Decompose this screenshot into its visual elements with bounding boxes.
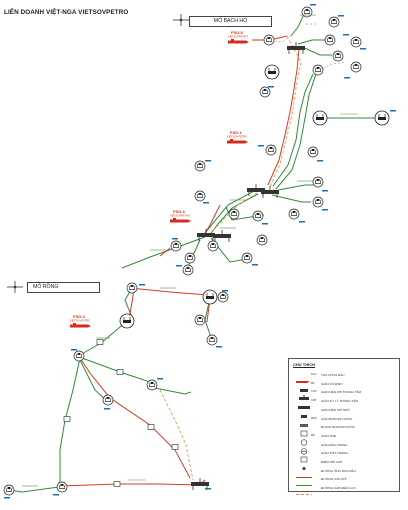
legend-symbol-icon [295, 424, 313, 437]
fso3-label: FSO-3 [73, 314, 86, 319]
legend-item-label: GIÀN NÉN KHÍ TRUNG TÂM [321, 390, 362, 395]
legend-item: ĐƯỜNG CÁP KHÍ [291, 475, 399, 487]
fso1-label: FSO-1 [230, 130, 243, 135]
legend-title: CHÚ THÍCH [293, 362, 315, 367]
legend-item-label: GIÀN NHẸ [321, 433, 336, 438]
fso5-sublabel: VIETSOVPETRO [228, 35, 248, 39]
legend-symbol-icon [295, 381, 313, 392]
legend-item-label: GIÀN NÉN KHÍ NHỎ [321, 407, 350, 412]
pipeline-annotations [22, 14, 358, 487]
legend-symbol-icon [295, 468, 313, 478]
legend-item-code: MSP [311, 416, 317, 420]
legend-item-code: BK [311, 381, 315, 385]
legend-item-label: GIÀN ĐẦU TRANG [321, 442, 348, 447]
legend-symbol-icon [295, 372, 313, 383]
legend-symbol-icon [295, 389, 313, 401]
legend-item-code: CPP [311, 399, 317, 403]
fso4-sublabel: VIETSOVPETRO [170, 214, 190, 218]
legend-item: BLOCK BƠM ÉP NƯỚC [291, 423, 399, 437]
legend-item: GIÀN THỬ TRẠNG [291, 449, 399, 463]
legend-symbol-icon [295, 476, 313, 487]
tanker-fso3 [70, 323, 91, 328]
central-complex [170, 41, 306, 276]
tanker-fso5 [228, 39, 249, 44]
legend-item: ĐIỂM NỐI CAP [291, 458, 399, 470]
tanker-fso1 [227, 139, 248, 144]
legend-item-label: GIÀN THỬ TRẠNG [321, 451, 348, 456]
rong-field-label: MỎ RỒNG [27, 282, 100, 293]
legend-item-label: ĐIỂM NỐI CAP [321, 460, 343, 464]
legend-item-label: GIÀN BƠM ÉP NƯỚC [321, 416, 353, 421]
legend-symbol-icon [295, 398, 313, 410]
legend-symbol-icon [295, 433, 313, 446]
tanker-fso4 [170, 218, 191, 223]
legend-symbol-icon [295, 407, 313, 418]
legend-item-code: FSO [311, 373, 317, 376]
legend-symbol-icon [295, 450, 313, 463]
legend-symbol-icon [295, 442, 313, 455]
legend-item: GIÀN BƠM ÉP NƯỚC MSP [291, 415, 399, 427]
legend-item: ĐƯỜNG CÁP ĐIỆN LỰC [291, 484, 399, 496]
legend-item: GIÀN CỐ ĐỊNH BK [291, 380, 399, 392]
oil-pipelines [59, 35, 300, 487]
legend-item: ĐƯỜNG ỐNG DẪN DẦU [291, 467, 399, 478]
legend-item-label: GIÀN XỬ LÝ TRUNG TÂM [321, 399, 358, 404]
legend-item: GIÀN NÉN KHÍ TRUNG TÂM CCP [291, 388, 399, 401]
power-cables [159, 35, 302, 481]
platform-tags [4, 4, 396, 499]
legend-symbol-icon [295, 416, 313, 427]
compass-icon [173, 14, 189, 26]
legend-item-code: CCP [311, 390, 317, 394]
legend-item: GIÀN NHẸ RP [291, 432, 399, 446]
legend-item-label: GIÀN CỐ ĐỊNH [321, 381, 343, 386]
legend-item-label: BLOCK BƠM ÉP NƯỚC [321, 425, 356, 430]
fso4-label: FSO-4 [173, 209, 186, 214]
compass-icon [7, 281, 23, 293]
legend-item-label: TÀU CHỨA DẦU [321, 373, 345, 377]
fso5-label: FSO-5 [231, 30, 244, 35]
page-title: LIÊN DOANH VIỆT-NGA VIETSOVPETRO [4, 9, 129, 16]
fso1-sublabel: VIETSOVPETRO [227, 135, 247, 139]
legend-symbol-icon [295, 459, 313, 470]
bachho-field-label: MỎ BẠCH HỔ [189, 16, 272, 27]
legend-item: GIÀN XỬ LÝ TRUNG TÂM CPP [291, 397, 399, 410]
dashed-links [269, 23, 347, 73]
legend-item: GIÀN NÉN KHÍ NHỎ [291, 406, 399, 418]
legend-item-label: ĐƯỜNG ỐNG DẪN DẦU [321, 468, 356, 473]
legend-item: TÀU CHỨA DẦU FSO [291, 371, 399, 383]
legend-item-label: ĐƯỜNG CÁP KHÍ [321, 477, 347, 482]
legend-item: GIÀN ĐẦU TRANG [291, 441, 399, 455]
fso3-sublabel: VIETSOVPETRO [70, 319, 90, 323]
legend-item-code: RP [311, 433, 315, 437]
legend-symbol-icon [295, 485, 313, 496]
rong-platforms [3, 282, 229, 496]
legend-item-label: ĐƯỜNG CÁP ĐIỆN LỰC [321, 486, 357, 491]
